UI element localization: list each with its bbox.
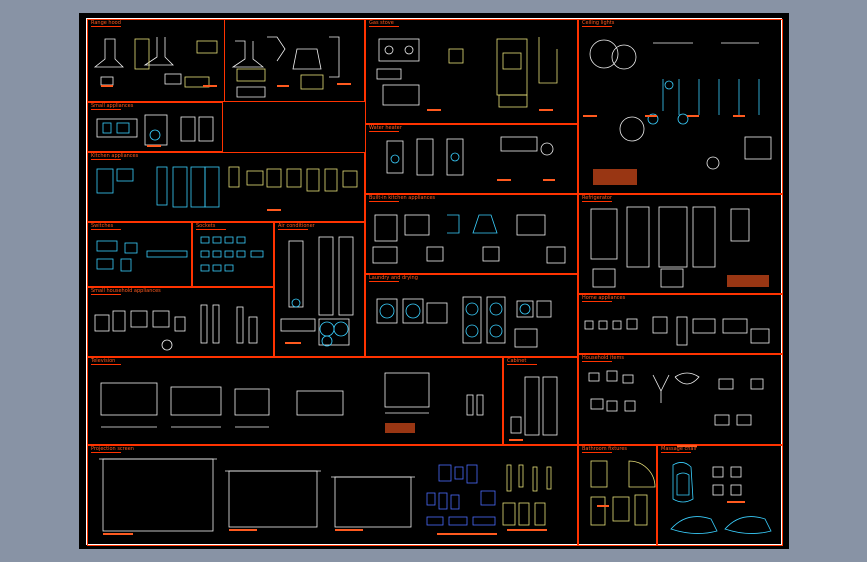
panel-title: Refrigerator (582, 195, 612, 201)
panel-title: Small appliances (91, 103, 134, 109)
panel-sockets[interactable]: Sockets (192, 222, 274, 287)
panel-title: Gas stove (369, 20, 399, 27)
panel-title: Air conditioner (278, 223, 315, 229)
subpanel-divider (224, 20, 225, 101)
panel-water-heater[interactable]: Water heater (365, 124, 578, 194)
panel-refrigerator[interactable]: Refrigerator (578, 194, 783, 294)
drawing-frame: Range hood Small appliances Kitchen appl… (86, 18, 783, 546)
drawing-blocks (93, 36, 772, 535)
panel-range-hood[interactable]: Range hood (87, 19, 365, 102)
panel-title: Small household appliances (91, 288, 161, 294)
panel-cabinet[interactable]: Cabinet (503, 357, 578, 445)
panel-title: Laundry and drying (369, 275, 418, 281)
panel-household-items[interactable]: Household items (578, 354, 783, 445)
panel-title: Ceiling lights (582, 20, 615, 26)
panel-laundry[interactable]: Laundry and drying (365, 274, 578, 357)
panel-television[interactable]: Television (87, 357, 503, 445)
panel-title: Sockets (196, 223, 226, 230)
panel-switches[interactable]: Switches (87, 222, 192, 287)
panel-gas-stove[interactable]: Gas stove (365, 19, 578, 124)
panel-home-appliances[interactable]: Home appliances (578, 294, 783, 354)
range-hood-blocks-yellow (134, 38, 324, 90)
range-hood-blocks (93, 36, 340, 98)
panel-title: Water heater (369, 125, 402, 131)
panel-projection-screen[interactable]: Projection screen (87, 445, 578, 546)
cad-viewport[interactable]: Range hood Small appliances Kitchen appl… (79, 13, 789, 549)
panel-title: Television (91, 358, 121, 365)
panel-title: Bathroom fixtures (582, 446, 628, 452)
panel-title: Cabinet (507, 358, 537, 365)
panel-kitchen-appliances[interactable]: Kitchen appliances (87, 152, 365, 222)
panel-title: Range hood (91, 20, 121, 26)
panel-small-appliances[interactable]: Small appliances (87, 102, 223, 152)
panel-title: Massage chair (661, 446, 697, 452)
panel-title: Switches (91, 223, 121, 230)
annotation-marks (101, 83, 769, 535)
panel-title: Projection screen (91, 446, 134, 452)
panel-bathroom-fixtures[interactable]: Bathroom fixtures (578, 445, 657, 546)
panel-title: Home appliances (582, 295, 626, 301)
panel-title: Household items (582, 355, 624, 361)
panel-title: Built-in kitchen appliances (369, 195, 436, 201)
panel-small-household[interactable]: Small household appliances (87, 287, 274, 357)
panel-title: Kitchen appliances (91, 153, 139, 159)
panel-ceiling-lights[interactable]: Ceiling lights (578, 19, 783, 194)
panel-built-in-kitchen[interactable]: Built-in kitchen appliances (365, 194, 578, 274)
panel-massage-chair[interactable]: Massage chair (657, 445, 783, 546)
panel-air-conditioner[interactable]: Air conditioner (274, 222, 365, 357)
